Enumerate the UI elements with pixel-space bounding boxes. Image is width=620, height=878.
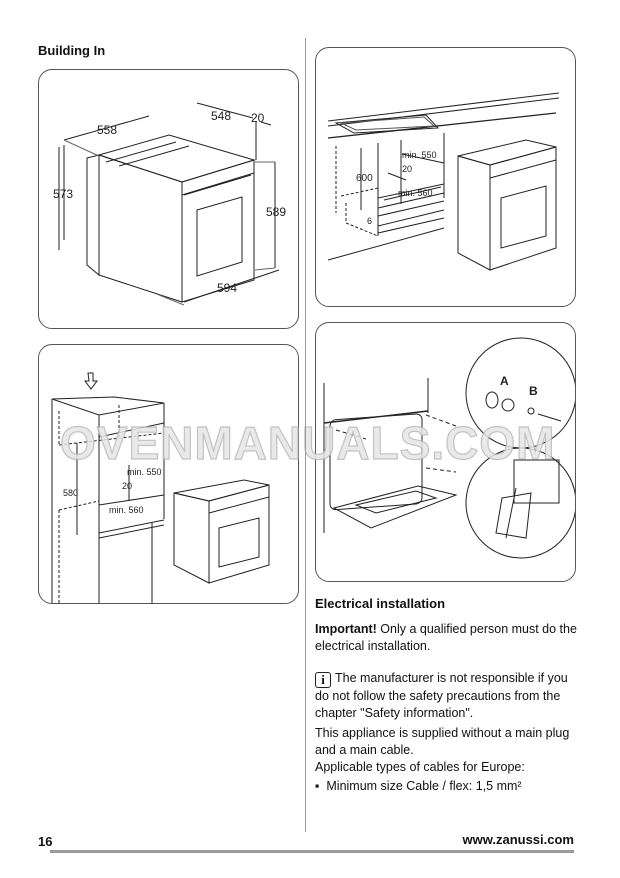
section-title: Building In xyxy=(38,43,106,58)
dim-min-depth: min. 550 xyxy=(127,467,162,477)
info-text: The manufacturer is not responsible if y… xyxy=(315,671,568,720)
column-drawing: 580 min. 550 20 min. 560 xyxy=(51,372,270,603)
dim-min-width: min. 560 xyxy=(109,505,144,515)
dim-body-height: 573 xyxy=(53,187,73,201)
page-number: 16 xyxy=(38,834,53,849)
dim-niche-height: 600 xyxy=(356,173,373,184)
important-label: Important! xyxy=(315,622,377,636)
column-divider xyxy=(305,38,306,832)
dim-gap: 20 xyxy=(402,164,412,174)
dim-gap: 20 xyxy=(122,481,132,491)
website-link[interactable]: www.zanussi.com xyxy=(462,832,575,847)
dim-width: 594 xyxy=(217,281,237,295)
dim-front-height: 589 xyxy=(266,205,286,219)
supply-paragraph: This appliance is supplied without a mai… xyxy=(315,726,570,757)
label-a: A xyxy=(500,374,509,388)
figure-fixing-detail: A B xyxy=(315,322,576,582)
dim-depth: 558 xyxy=(97,123,117,137)
figure-column-installation: 580 min. 550 20 min. 560 xyxy=(38,344,299,604)
figure-oven-dimensions: 558 548 20 573 589 594 xyxy=(38,69,299,329)
dim-min-width: min. 560 xyxy=(398,188,433,198)
oven-dimensions-drawing: 558 548 20 573 589 594 xyxy=(53,102,286,306)
label-b: B xyxy=(529,384,538,398)
arrow-up-icon xyxy=(84,372,98,390)
cable-types-paragraph: Applicable types of cables for Europe: xyxy=(315,760,525,774)
bullet-icon: ▪ xyxy=(315,779,327,793)
dim-min-depth: min. 550 xyxy=(402,150,437,160)
electrical-title: Electrical installation xyxy=(315,596,446,611)
important-paragraph: Important! Only a qualified person must … xyxy=(315,621,585,655)
dim-niche-height: 580 xyxy=(63,488,78,498)
footer-rule xyxy=(50,850,574,853)
bullet-text: Minimum size Cable / flex: 1,5 mm² xyxy=(326,779,522,793)
dim-bottom-gap: 6 xyxy=(367,216,372,226)
undercounter-drawing: 600 min. 550 20 min. 560 6 xyxy=(327,92,560,271)
cable-bullet: ▪ Minimum size Cable / flex: 1,5 mm² xyxy=(315,778,585,795)
dim-front: 20 xyxy=(251,111,265,125)
info-icon: i xyxy=(315,672,331,688)
important-text: Only a qualified person must do the elec… xyxy=(315,622,577,653)
figure-undercounter-installation: 600 min. 550 20 min. 560 6 xyxy=(315,47,576,307)
dim-inner-depth: 548 xyxy=(211,109,231,123)
fixing-drawing: A B xyxy=(323,337,575,559)
